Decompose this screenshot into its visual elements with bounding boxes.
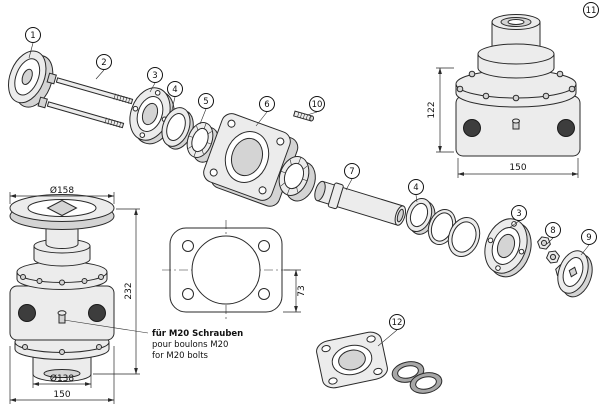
- part-2-stud-bolt-upper: [46, 72, 134, 105]
- svg-text:10: 10: [312, 100, 323, 110]
- svg-text:150: 150: [53, 390, 70, 400]
- part-marker-1: 1: [25, 27, 41, 43]
- part-4b-seal-ring: [405, 198, 436, 235]
- part-3b-bearing-flange: [484, 218, 532, 278]
- part-marker-11: 11: [583, 2, 599, 18]
- svg-text:1: 1: [30, 31, 35, 41]
- dimension-right-height: 122: [427, 67, 454, 153]
- dimension-flange-offset: 73: [283, 269, 307, 313]
- svg-text:Ø158: Ø158: [50, 185, 75, 196]
- svg-text:9: 9: [586, 233, 591, 243]
- part-marker-3b: 3: [511, 205, 527, 221]
- part-4-seal-ring: [161, 107, 194, 150]
- dimension-left-top-diameter: Ø158: [9, 185, 115, 204]
- part-marker-5: 5: [198, 93, 214, 109]
- svg-text:3: 3: [152, 71, 157, 81]
- part-6-flange-housing: [203, 113, 299, 207]
- svg-text:2: 2: [101, 58, 106, 68]
- dimension-left-width: 150: [9, 346, 115, 404]
- svg-text:Ø138: Ø138: [50, 373, 75, 384]
- dimension-right-width: 150: [457, 158, 579, 178]
- part-marker-3: 3: [147, 67, 163, 83]
- part-marker-12: 12: [389, 314, 405, 330]
- part-5-taper-bearing: [186, 122, 220, 163]
- washer-ring-2: [447, 217, 481, 257]
- part-12-gasket-set: [315, 330, 443, 394]
- part-10-grease-pin: [293, 110, 315, 122]
- part-marker-4: 4: [167, 81, 183, 97]
- flange-plate-drawing: 73: [162, 220, 307, 320]
- marker-leader-lines: [28, 42, 590, 347]
- svg-text:6: 6: [264, 100, 269, 110]
- assembled-unit-right: [455, 14, 581, 157]
- svg-text:12: 12: [392, 318, 403, 328]
- svg-text:4: 4: [172, 85, 177, 95]
- dimension-left-height: 232: [93, 208, 140, 375]
- svg-text:150: 150: [509, 163, 526, 173]
- note-line-en: for M20 bolts: [152, 351, 209, 361]
- part-9-end-cap: [557, 250, 593, 298]
- part-3-bearing-flange: [129, 87, 175, 145]
- taper-bearing-2: [278, 156, 316, 202]
- svg-text:5: 5: [203, 97, 208, 107]
- note-m20-bolts: für M20 Schrauben pour boulons M20 for M…: [63, 319, 243, 361]
- part-marker-6: 6: [259, 96, 275, 112]
- svg-text:8: 8: [550, 226, 555, 236]
- assembled-unit-left: [9, 194, 115, 382]
- part-marker-4b: 4: [408, 179, 424, 195]
- svg-text:122: 122: [427, 101, 437, 118]
- o-ring-2: [409, 372, 443, 394]
- svg-text:4: 4: [413, 183, 418, 193]
- part-2-stud-bolt-lower: [37, 96, 125, 129]
- svg-text:11: 11: [586, 6, 597, 16]
- svg-text:73: 73: [297, 285, 307, 296]
- washer-ring-1: [427, 209, 457, 245]
- note-line-de: für M20 Schrauben: [152, 329, 243, 339]
- svg-text:7: 7: [349, 167, 354, 177]
- note-line-fr: pour boulons M20: [152, 340, 228, 350]
- part-marker-9: 9: [581, 229, 597, 245]
- part-marker-7: 7: [344, 163, 360, 179]
- part-marker-8: 8: [545, 222, 561, 238]
- dimension-left-bottom-diameter: Ø138: [32, 370, 92, 388]
- svg-text:232: 232: [124, 282, 134, 299]
- part-marker-10: 10: [309, 96, 325, 112]
- svg-text:3: 3: [516, 209, 521, 219]
- part-marker-2: 2: [96, 54, 112, 70]
- part-1-hub-cap: [7, 50, 54, 108]
- part-7-shaft-tube: [314, 180, 407, 226]
